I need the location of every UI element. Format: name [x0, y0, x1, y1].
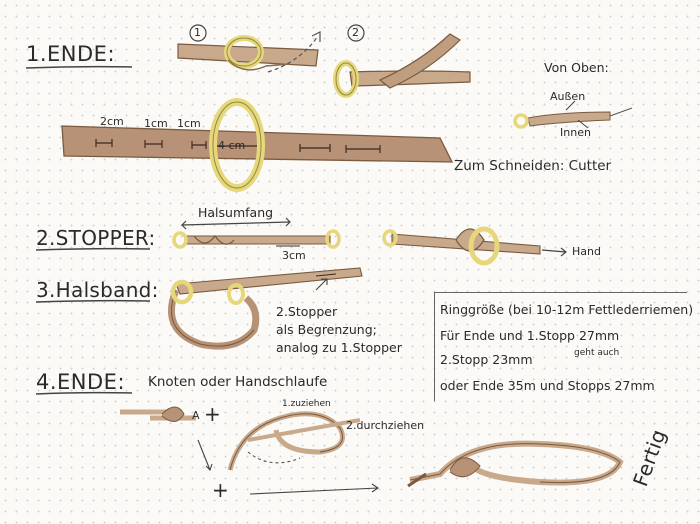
innen-label: Innen — [560, 126, 591, 139]
braid-small — [527, 111, 611, 127]
collar-ring-right — [227, 283, 245, 305]
step-number-2: 2 — [352, 26, 359, 39]
mark-2cm: 2cm — [100, 115, 124, 128]
collar-ring-left — [170, 279, 194, 305]
step-durchziehen: 2.durchziehen — [346, 419, 425, 432]
step-circle-2 — [347, 24, 365, 42]
hand-ring-left — [382, 229, 398, 247]
hand-ring-big — [468, 226, 500, 266]
halsumfang-arrow — [181, 221, 291, 226]
strap-2b — [378, 33, 461, 89]
mark-4cm: 4 cm — [218, 139, 246, 152]
strap-fold-1 — [227, 59, 291, 71]
hand-label: Hand — [572, 245, 601, 258]
halsumfang-label: Halsumfang — [198, 205, 274, 220]
knot-strap-a — [120, 409, 196, 421]
label-a: A — [192, 409, 200, 422]
section4-subtitle: Knoten oder Handschlaufe — [148, 374, 328, 390]
step-circle-1 — [189, 24, 207, 42]
step-zuziehen: 1.zuziehen — [282, 399, 331, 409]
ringbox-line-3: oder Ende 35m und Stopps 27mm — [440, 378, 655, 393]
section4-title: 4.ENDE: — [36, 370, 126, 394]
title-underline-1 — [25, 65, 133, 69]
step-number-1: 1 — [194, 26, 201, 39]
note-line-1: 2.Stopper — [276, 304, 338, 319]
ring-size-box — [434, 292, 687, 401]
ringbox-line-2-note: geht auch — [574, 348, 620, 358]
aussen-label: Außen — [550, 90, 586, 103]
title-underline-4 — [35, 391, 133, 395]
ringbox-line-2: 2.Stopp 23mm — [440, 352, 533, 367]
mark-3cm: 3cm — [282, 249, 306, 262]
section1-title: 1.ENDE: — [26, 42, 116, 66]
stopper-ring-left — [172, 231, 188, 249]
arrow-curve-1 — [267, 35, 319, 73]
title-underline-2 — [35, 247, 151, 251]
schneiden-label: Zum Schneiden: Cutter — [454, 158, 612, 174]
knot-a — [161, 406, 185, 422]
stopper-ring-right — [325, 229, 341, 249]
section3-title: 3.Halsband: — [36, 278, 159, 302]
final-knot — [449, 457, 481, 478]
note-line-2: als Begrenzung; — [276, 322, 377, 337]
plus-sign-1: + — [204, 402, 222, 426]
note-line-3: analog zu 1.Stopper — [276, 340, 402, 355]
plus-sign-2: + — [212, 478, 230, 502]
ringbox-heading: Ringgröße (bei 10-12m Fettlederriemen) — [440, 302, 694, 317]
ringbox-line-1: Für Ende und 1.Stopp 27mm — [440, 328, 620, 343]
collar-strap — [175, 267, 363, 295]
knot-cord — [247, 418, 361, 442]
mark-1cm: 1cm — [144, 117, 168, 130]
title-underline-3 — [35, 299, 151, 303]
section2-title: 2.STOPPER: — [36, 226, 156, 250]
von-oben-label: Von Oben: — [544, 60, 609, 75]
knot-strap-b — [227, 411, 345, 471]
mark-1cm-b: 1cm — [177, 117, 201, 130]
strap-1 — [177, 43, 319, 67]
ring-small — [513, 113, 529, 129]
